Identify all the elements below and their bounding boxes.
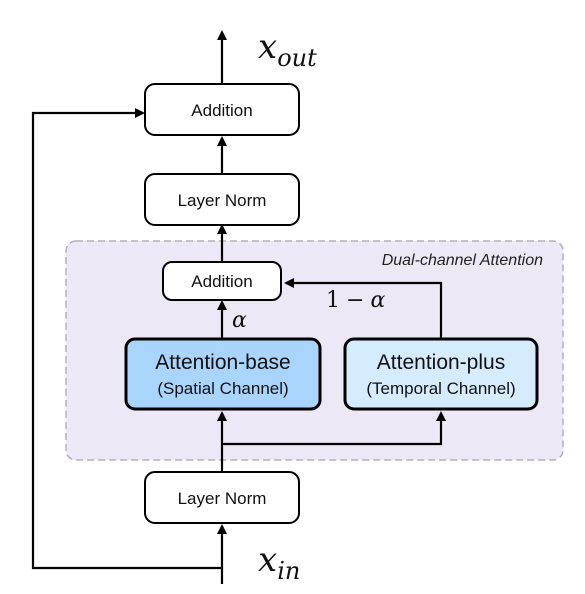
attention-plus-subtitle: (Temporal Channel): [366, 379, 515, 398]
input-label: xin: [258, 540, 300, 585]
norm-to-attention-plus-arrow: [222, 411, 446, 446]
top-addition-label: Addition: [191, 101, 252, 120]
attention-base-box: [124, 337, 322, 411]
minus-sign: −: [346, 288, 364, 313]
input-label-base: x: [258, 540, 277, 580]
residual-connection: [31, 108, 222, 570]
bottom-layer-norm-box: [144, 471, 300, 524]
one-label: 1: [326, 288, 340, 313]
bottom-layer-norm-label: Layer Norm: [178, 489, 267, 508]
inner-addition-label: Addition: [191, 272, 252, 291]
attention-plus-box: [343, 337, 539, 411]
output-label-sub: out: [277, 44, 317, 72]
input-label-sub: in: [277, 557, 300, 585]
top-layer-norm-label: Layer Norm: [178, 191, 267, 210]
output-label: xout: [258, 27, 317, 72]
alpha-symbol: α: [370, 288, 385, 313]
one-minus-alpha-label: 1−α: [326, 288, 385, 313]
inner-addition-box: [162, 261, 282, 301]
output-label-base: x: [258, 27, 277, 67]
attention-base-subtitle: (Spatial Channel): [157, 379, 288, 398]
top-addition-box: [144, 83, 300, 136]
top-layer-norm-box: [144, 173, 300, 226]
group-title: Dual-channel Attention: [382, 252, 543, 269]
attention-plus-to-addition-arrow: [284, 278, 443, 338]
attention-plus-title: Attention-plus: [377, 351, 505, 374]
attention-base-title: Attention-base: [155, 351, 290, 374]
alpha-weight-label: α: [232, 308, 247, 333]
